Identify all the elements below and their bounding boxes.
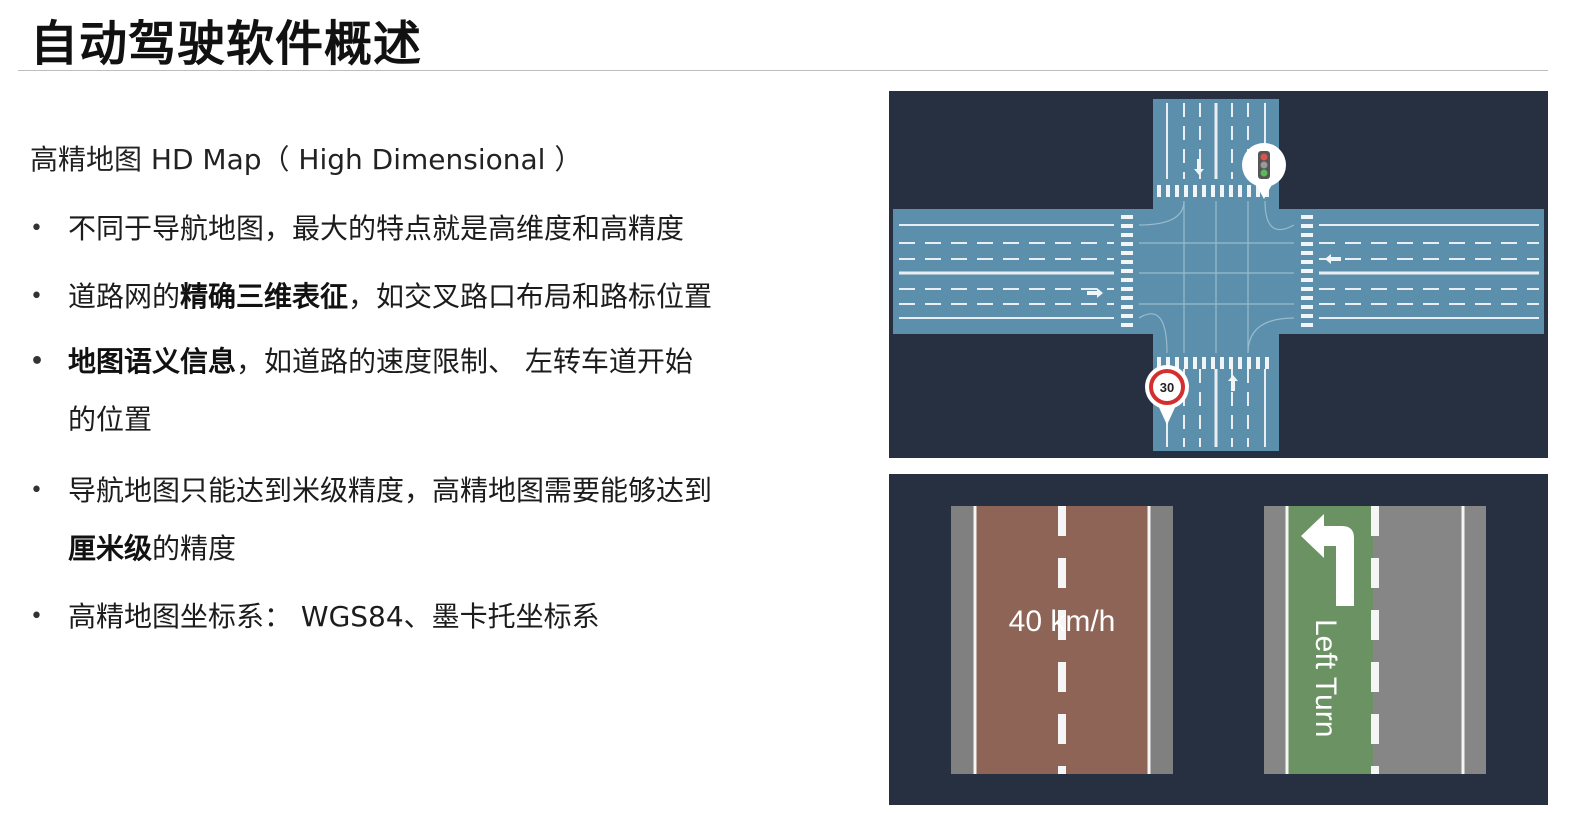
bullet-dot: •: [30, 216, 43, 241]
speed-lane-road: 40 km/h: [951, 506, 1173, 774]
bullet-dot: •: [30, 349, 45, 374]
lane-semantics-figure: 40 km/h Left Turn: [889, 474, 1548, 805]
left-turn-arrow-icon: [1301, 514, 1354, 606]
title-divider: [18, 70, 1548, 71]
bullet-dot: •: [30, 478, 43, 503]
crosswalk-east: [1301, 215, 1313, 327]
speed-limit-pin-icon: 30: [1145, 365, 1189, 425]
lane-illustration: 40 km/h Left Turn: [889, 474, 1548, 805]
bullet-text: 不同于导航地图，最大的特点就是高维度和高精度: [68, 212, 685, 245]
slide-title: 自动驾驶软件概述: [30, 16, 423, 72]
bullet-text: 地图语义信息，如道路的速度限制、 左转车道开始的位置: [68, 345, 693, 436]
section-heading: 高精地图 HD Map（ High Dimensional ）: [30, 143, 583, 176]
footer-logo: [18, 800, 128, 813]
bullet-dot: •: [30, 284, 43, 309]
bullet-dot: •: [30, 604, 43, 629]
left-turn-label: Left Turn: [1309, 619, 1342, 737]
bullet-text: 道路网的精确三维表征，如交叉路口布局和路标位置: [68, 280, 713, 313]
speed-limit-label: 40 km/h: [1009, 605, 1116, 638]
bullet-text: 导航地图只能达到米级精度，高精地图需要能够达到厘米级的精度: [68, 474, 713, 565]
crosswalk-north: [1157, 185, 1269, 197]
intersection-figure: 30: [889, 91, 1548, 458]
crosswalk-west: [1121, 215, 1133, 327]
bullet-text: 高精地图坐标系： WGS84、墨卡托坐标系: [68, 600, 600, 633]
speed-limit-sign-text: 30: [1160, 380, 1174, 395]
traffic-light-icon: [1242, 143, 1286, 199]
crosswalk-south: [1157, 357, 1269, 369]
intersection-map: 30: [889, 91, 1548, 458]
turn-lane-road: Left Turn: [1264, 506, 1486, 774]
